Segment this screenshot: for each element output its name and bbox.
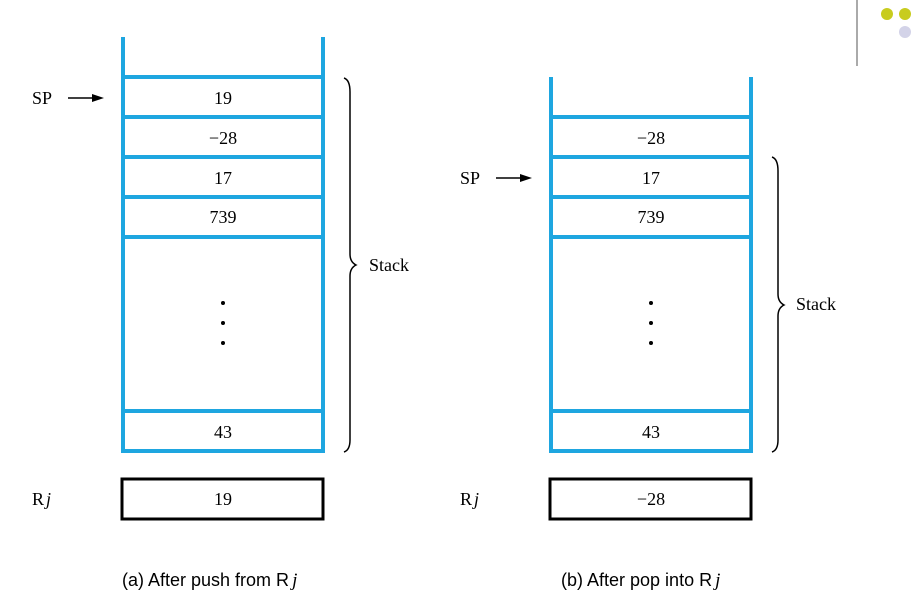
left-stack-label: Stack bbox=[369, 255, 409, 275]
left-register-value: 19 bbox=[214, 489, 232, 509]
right-cell-bottom: 43 bbox=[642, 422, 660, 442]
right-stack-frame bbox=[549, 77, 753, 453]
left-sp-label: SP bbox=[32, 88, 52, 108]
left-cell-2: −28 bbox=[209, 128, 237, 148]
left-ellipsis bbox=[221, 301, 225, 345]
right-cell-1: −28 bbox=[637, 128, 665, 148]
decor-dot-yellow-1 bbox=[881, 8, 893, 20]
decor-dot-yellow-2 bbox=[899, 8, 911, 20]
right-sp-label: SP bbox=[460, 168, 480, 188]
right-ellipsis bbox=[649, 301, 653, 345]
left-stack-frame bbox=[121, 37, 325, 453]
corner-decoration bbox=[856, 0, 911, 66]
right-stack-brace bbox=[771, 156, 786, 453]
decor-dot-lavender bbox=[899, 26, 911, 38]
left-sp-arrow-icon bbox=[68, 94, 104, 102]
right-cell-2: 17 bbox=[642, 168, 660, 188]
left-register-box bbox=[120, 477, 325, 521]
left-cell-1: 19 bbox=[214, 88, 232, 108]
right-register-value: −28 bbox=[637, 489, 665, 509]
left-cell-4: 739 bbox=[210, 207, 237, 227]
right-stack-label: Stack bbox=[796, 294, 836, 314]
left-cell-bottom: 43 bbox=[214, 422, 232, 442]
left-stack-brace bbox=[343, 77, 358, 453]
right-sp-arrow-icon bbox=[496, 174, 532, 182]
right-register-box bbox=[548, 477, 753, 521]
left-cell-3: 17 bbox=[214, 168, 232, 188]
right-cell-3: 739 bbox=[638, 207, 665, 227]
